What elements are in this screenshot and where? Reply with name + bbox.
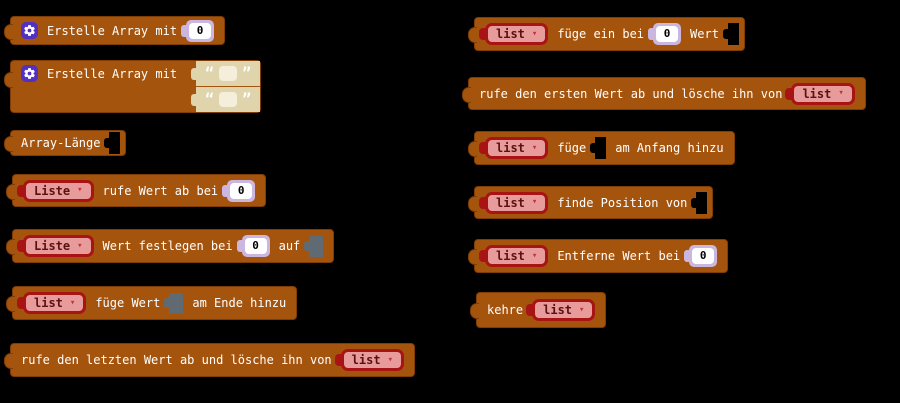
chevron-down-icon: ▾ <box>838 88 844 98</box>
block-pop-value[interactable]: rufe den letzten Wert ab und lösche ihn … <box>4 343 415 377</box>
string-input[interactable]: “ ” <box>191 61 261 86</box>
variable-name: list <box>802 86 832 101</box>
value-socket <box>164 292 184 314</box>
number-input[interactable]: 0 <box>684 245 718 267</box>
empty-value-socket <box>590 137 607 159</box>
block-insert-at[interactable]: list ▾ füge ein bei 0 Wert <box>468 17 745 51</box>
chevron-down-icon: ▾ <box>77 240 83 251</box>
block-unshift-value[interactable]: list ▾ füge am Anfang hinzu <box>468 131 735 165</box>
block-set-value-at[interactable]: Liste ▾ Wert festlegen bei 0 auf <box>5 229 335 263</box>
block-label: am Ende hinzu <box>192 296 287 310</box>
chevron-down-icon: ▾ <box>531 28 538 39</box>
variable-name: list <box>543 303 573 317</box>
block-get-value-at[interactable]: Liste ▾ rufe Wert ab bei 0 <box>5 174 267 207</box>
variable-dropdown[interactable]: list ▾ <box>478 137 549 159</box>
block-index-of[interactable]: list ▾ finde Position von <box>467 186 714 219</box>
string-input-stack: “ ” “ ” <box>191 61 261 112</box>
string-value[interactable] <box>219 92 238 107</box>
close-quote-icon: ” <box>242 64 252 82</box>
chevron-down-icon: ▾ <box>77 185 83 195</box>
close-quote-icon: ” <box>242 90 252 108</box>
chevron-down-icon: ▾ <box>531 197 538 207</box>
number-value[interactable]: 0 <box>244 238 267 254</box>
variable-dropdown[interactable]: Liste ▾ <box>17 179 94 202</box>
number-value[interactable]: 0 <box>189 22 212 39</box>
variable-name: list <box>496 141 525 155</box>
block-label: Erstelle Array mit <box>47 23 178 38</box>
variable-name: list <box>496 249 525 263</box>
block-label: Array-Länge <box>21 136 101 150</box>
block-label: füge <box>557 141 587 155</box>
variable-dropdown[interactable]: list ▾ <box>526 299 596 321</box>
chevron-down-icon: ▾ <box>579 304 585 315</box>
block-label: am Anfang hinzu <box>615 141 724 155</box>
open-quote-icon: “ <box>205 64 215 82</box>
chevron-down-icon: ▾ <box>387 354 393 365</box>
value-socket <box>304 235 324 257</box>
variable-name: list <box>496 27 525 41</box>
variable-dropdown[interactable]: Liste ▾ <box>17 235 94 257</box>
open-quote-icon: “ <box>205 90 215 108</box>
variable-dropdown[interactable]: list ▾ <box>478 191 549 214</box>
variable-name: Liste <box>34 239 71 253</box>
empty-value-socket <box>691 191 708 214</box>
chevron-down-icon: ▾ <box>531 142 538 153</box>
block-label: rufe Wert ab bei <box>102 183 219 198</box>
variable-dropdown[interactable]: list ▾ <box>478 23 549 45</box>
block-label: füge Wert <box>95 296 161 310</box>
block-label: rufe den ersten Wert ab und lösche ihn v… <box>479 86 783 101</box>
number-value[interactable]: 0 <box>656 26 679 42</box>
variable-name: list <box>496 195 525 210</box>
number-value[interactable]: 0 <box>692 248 715 264</box>
variable-dropdown[interactable]: list ▾ <box>16 292 87 314</box>
variable-dropdown[interactable]: list ▾ <box>334 349 404 371</box>
block-label: auf <box>278 239 301 253</box>
string-input[interactable]: “ ” <box>191 87 261 112</box>
gear-icon[interactable] <box>21 65 38 82</box>
string-value[interactable] <box>219 66 238 81</box>
block-label: Erstelle Array mit <box>47 66 178 81</box>
number-input[interactable]: 0 <box>648 23 682 45</box>
chevron-down-icon: ▾ <box>69 297 76 308</box>
block-label: Wert <box>690 27 719 41</box>
empty-value-socket <box>722 23 739 45</box>
variable-name: list <box>34 296 63 310</box>
block-create-array-with-number[interactable]: Erstelle Array mit 0 <box>3 16 226 45</box>
block-shift-value[interactable]: rufe den ersten Wert ab und lösche ihn v… <box>462 77 866 110</box>
block-create-array-with-text[interactable]: Erstelle Array mit “ ” “ ” <box>3 60 262 113</box>
empty-value-socket <box>104 132 121 154</box>
variable-name: list <box>351 353 381 367</box>
gear-icon[interactable] <box>21 22 38 39</box>
number-input[interactable]: 0 <box>181 19 215 42</box>
block-reverse[interactable]: kehre list ▾ <box>469 292 607 328</box>
block-label: rufe den letzten Wert ab und lösche ihn … <box>21 353 332 367</box>
variable-dropdown[interactable]: list ▾ <box>478 245 549 267</box>
block-label: Wert festlegen bei <box>102 239 233 253</box>
number-value[interactable]: 0 <box>230 182 253 199</box>
variable-name: Liste <box>34 183 71 198</box>
block-label: füge ein bei <box>557 27 645 41</box>
block-label: kehre <box>487 303 524 317</box>
block-label: finde Position von <box>557 195 688 210</box>
variable-dropdown[interactable]: list ▾ <box>785 82 855 105</box>
block-array-length[interactable]: Array-Länge <box>3 130 127 156</box>
block-remove-at[interactable]: list ▾ Entferne Wert bei 0 <box>467 239 729 273</box>
chevron-down-icon: ▾ <box>531 250 538 261</box>
number-input[interactable]: 0 <box>236 235 270 257</box>
number-input[interactable]: 0 <box>222 179 256 202</box>
block-push-value[interactable]: list ▾ füge Wert am Ende hinzu <box>5 286 298 320</box>
block-label: Entferne Wert bei <box>557 249 681 263</box>
